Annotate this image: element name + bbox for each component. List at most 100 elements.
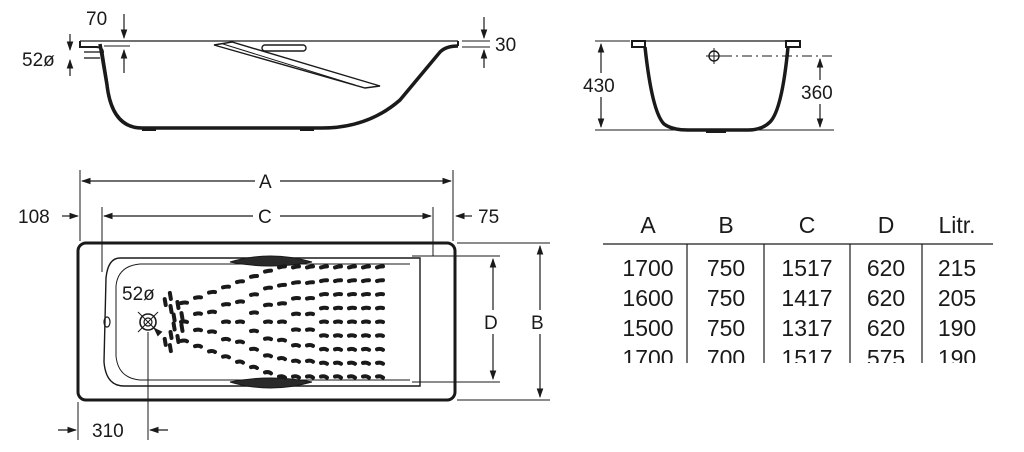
table-header-b: B [718, 212, 733, 238]
anti-slip-mark [305, 358, 315, 364]
overflow-height-label: 360 [801, 83, 833, 104]
anti-slip-mark [361, 319, 371, 324]
anti-slip-mark [277, 374, 287, 380]
anti-slip-mark [167, 290, 173, 301]
anti-slip-mark [179, 319, 189, 324]
anti-slip-mark [319, 374, 329, 380]
table-header-litr: Litr. [938, 212, 975, 238]
anti-slip-mark [235, 359, 245, 365]
anti-slip-mark [235, 279, 245, 285]
anti-slip-mark [319, 333, 329, 338]
anti-slip-mark [263, 285, 273, 291]
anti-slip-mark [277, 319, 287, 324]
anti-slip-mark [375, 319, 385, 324]
anti-slip-mark [162, 336, 168, 347]
table-cell: 1500 [622, 315, 673, 341]
anti-slip-mark [291, 358, 301, 364]
foot-offset-label: 75 [478, 207, 499, 228]
anti-slip-mark [249, 273, 259, 279]
anti-slip-mark [207, 349, 217, 354]
anti-slip-mark [333, 278, 343, 284]
anti-slip-mark [347, 346, 357, 352]
anti-slip-mark [263, 336, 273, 342]
anti-slip-mark [249, 346, 259, 352]
anti-slip-mark [179, 311, 185, 322]
table-cell: 750 [707, 315, 745, 341]
drain-diameter-label: 52ø [122, 284, 155, 305]
anti-slip-mark [167, 343, 173, 354]
end-view: 430 360 [582, 40, 842, 133]
anti-slip-mark [319, 305, 329, 311]
anti-slip-mark [291, 264, 301, 270]
table-cell: 1517 [781, 255, 832, 281]
anti-slip-mark [347, 360, 357, 366]
anti-slip-mark [361, 278, 371, 284]
table-cell: 215 [938, 255, 976, 281]
table-cell: 1600 [622, 285, 673, 311]
anti-slip-mark [168, 330, 174, 340]
table-cell: 620 [867, 315, 905, 341]
anti-slip-mark [291, 342, 301, 348]
anti-slip-mark [361, 292, 371, 297]
anti-slip-mark [175, 334, 181, 344]
anti-slip-mark [347, 319, 357, 324]
top-view: 52ø 310 A C 108 75 B [18, 170, 550, 442]
anti-slip-mark [162, 297, 168, 308]
anti-slip-mark [361, 346, 371, 352]
anti-slip-mark [347, 333, 357, 338]
rim-thickness-label: 30 [495, 35, 516, 56]
table-cell: 1700 [622, 255, 673, 281]
anti-slip-mark [361, 264, 371, 270]
anti-slip-mark [347, 305, 357, 311]
anti-slip-mark [179, 322, 185, 333]
anti-slip-mark [235, 299, 245, 305]
inner-width-label: D [484, 313, 498, 334]
anti-slip-mark [249, 310, 259, 315]
anti-slip-mark [291, 327, 301, 332]
top-view-outer-rim [76, 241, 457, 402]
table-cell: 750 [707, 285, 745, 311]
anti-slip-mark [277, 356, 287, 362]
anti-slip-mark [249, 328, 259, 334]
side-view: 70 52ø 30 [22, 9, 516, 131]
anti-slip-mark [375, 374, 385, 380]
anti-slip-mark [221, 336, 231, 342]
anti-slip-mark [333, 333, 343, 338]
anti-slip-mark [333, 305, 343, 311]
anti-slip-mark [375, 346, 385, 352]
table-cell: 1417 [781, 285, 832, 311]
anti-slip-mark [221, 354, 231, 360]
anti-slip-mark [305, 311, 315, 317]
anti-slip-mark [333, 346, 343, 352]
anti-slip-mark [361, 305, 371, 311]
drain-icon [139, 313, 157, 331]
anti-slip-mark [375, 305, 385, 311]
anti-slip-mark [305, 280, 315, 285]
anti-slip-mark [235, 339, 245, 345]
anti-slip-mark [347, 292, 357, 297]
handle-contour [213, 41, 381, 89]
anti-slip-mark [375, 360, 385, 366]
anti-slip-mark [305, 374, 315, 380]
anti-slip-mark [291, 295, 301, 301]
anti-slip-mark [263, 268, 273, 274]
table-header-c: C [799, 212, 816, 238]
anti-slip-mark [305, 342, 315, 348]
anti-slip-mark [221, 319, 231, 324]
anti-slip-mark [375, 278, 385, 284]
anti-slip-mark [193, 311, 203, 316]
anti-slip-mark [333, 319, 343, 324]
anti-slip-mark [193, 343, 203, 349]
anti-slip-mark [175, 300, 181, 310]
anti-slip-mark [193, 295, 203, 300]
table-cell: 750 [707, 255, 745, 281]
anti-slip-mark [319, 360, 329, 366]
anti-slip-mark [207, 329, 217, 334]
anti-slip-mark [277, 301, 287, 306]
anti-slip-mark [347, 374, 357, 380]
anti-slip-mark [277, 337, 287, 343]
anti-slip-mark [221, 302, 231, 307]
anti-slip-mark [291, 311, 301, 317]
anti-slip-mark [347, 264, 357, 270]
